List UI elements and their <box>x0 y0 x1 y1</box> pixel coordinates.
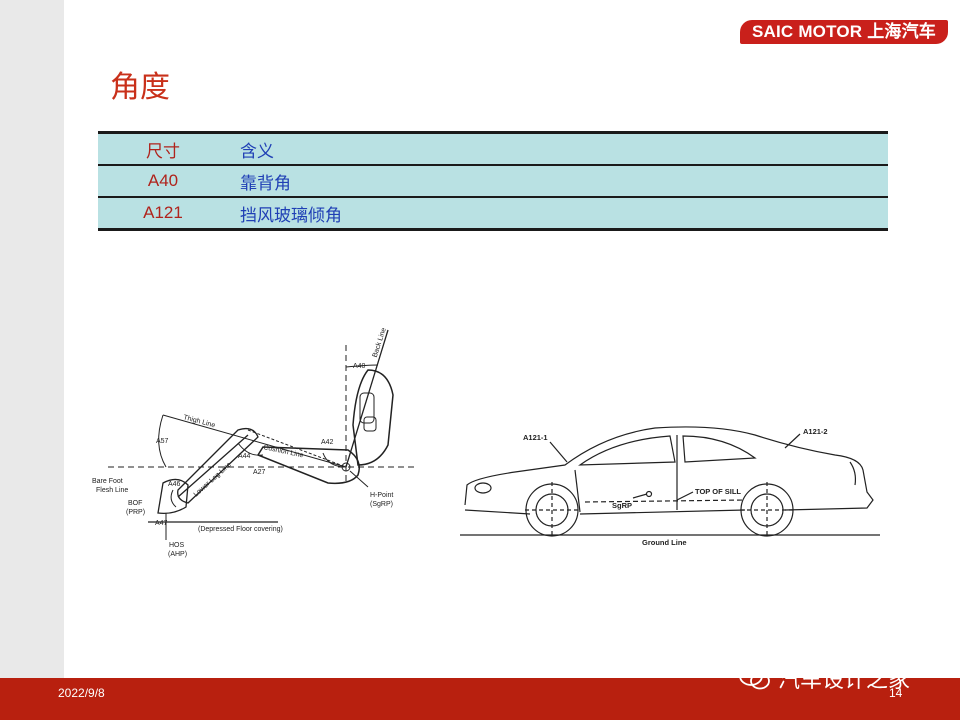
slide-title: 角度 <box>110 70 170 105</box>
label-ahp: (AHP) <box>168 551 187 558</box>
row-meaning: 挡风玻璃倾角 <box>228 197 888 231</box>
label-bof: BOF <box>128 500 142 507</box>
saic-motor-logo: SAIC MOTOR 上海汽车 <box>740 20 948 44</box>
label-depressed-floor: (Depressed Floor covering) <box>198 526 283 533</box>
car-side-diagram: A121-1 A121-2 SgRP TOP OF SILL Ground Li… <box>460 426 880 547</box>
label-bare-foot: Bare Foot <box>92 478 123 485</box>
label-top-of-sill: TOP OF SILL <box>695 487 741 496</box>
table-header-row: 尺寸 含义 <box>98 131 888 166</box>
label-a40: A40 <box>353 363 366 370</box>
header-dimension: 尺寸 <box>98 131 228 166</box>
label-a46: A46 <box>168 481 181 488</box>
label-back-line: Back Line <box>372 327 388 359</box>
watermark: 汽车设计之家 <box>738 662 910 694</box>
label-thigh-line: Thigh Line <box>182 414 215 429</box>
label-cushion-line: Cushion Line <box>263 444 305 459</box>
label-sgrp: (SgRP) <box>370 501 393 508</box>
label-h-point: H-Point <box>370 492 393 499</box>
label-a27: A27 <box>253 469 266 476</box>
table-row: A121 挡风玻璃倾角 <box>98 197 888 231</box>
row-meaning: 靠背角 <box>228 165 888 198</box>
label-ground-line: Ground Line <box>642 538 687 547</box>
label-a44: A44 <box>238 453 251 460</box>
row-code: A121 <box>98 197 228 231</box>
wechat-icon <box>739 666 770 690</box>
header-meaning: 含义 <box>228 131 888 166</box>
page-number: 14 <box>889 686 903 700</box>
footer-date: 2022/9/8 <box>58 686 105 700</box>
label-car-sgrp: SgRP <box>612 501 632 510</box>
label-hos: HOS <box>169 542 185 549</box>
label-a121-1: A121-1 <box>523 433 548 442</box>
left-band <box>0 0 64 678</box>
seat-angle-diagram: Back Line A40 Thigh Line A57 A42 A44 Cus… <box>92 327 418 558</box>
label-a57: A57 <box>156 438 169 445</box>
row-code: A40 <box>98 165 228 198</box>
label-prp: (PRP) <box>126 509 145 516</box>
watermark-text: 汽车设计之家 <box>778 668 911 693</box>
label-flesh-line: Flesh Line <box>96 487 128 494</box>
table-row: A40 靠背角 <box>98 165 888 198</box>
label-a121-2: A121-2 <box>803 427 828 436</box>
label-a42: A42 <box>321 439 334 446</box>
label-a47: A47 <box>155 520 168 527</box>
footer-bar <box>0 678 960 720</box>
dimension-table: 尺寸 含义 A40 靠背角 A121 挡风玻璃倾角 <box>98 131 888 231</box>
